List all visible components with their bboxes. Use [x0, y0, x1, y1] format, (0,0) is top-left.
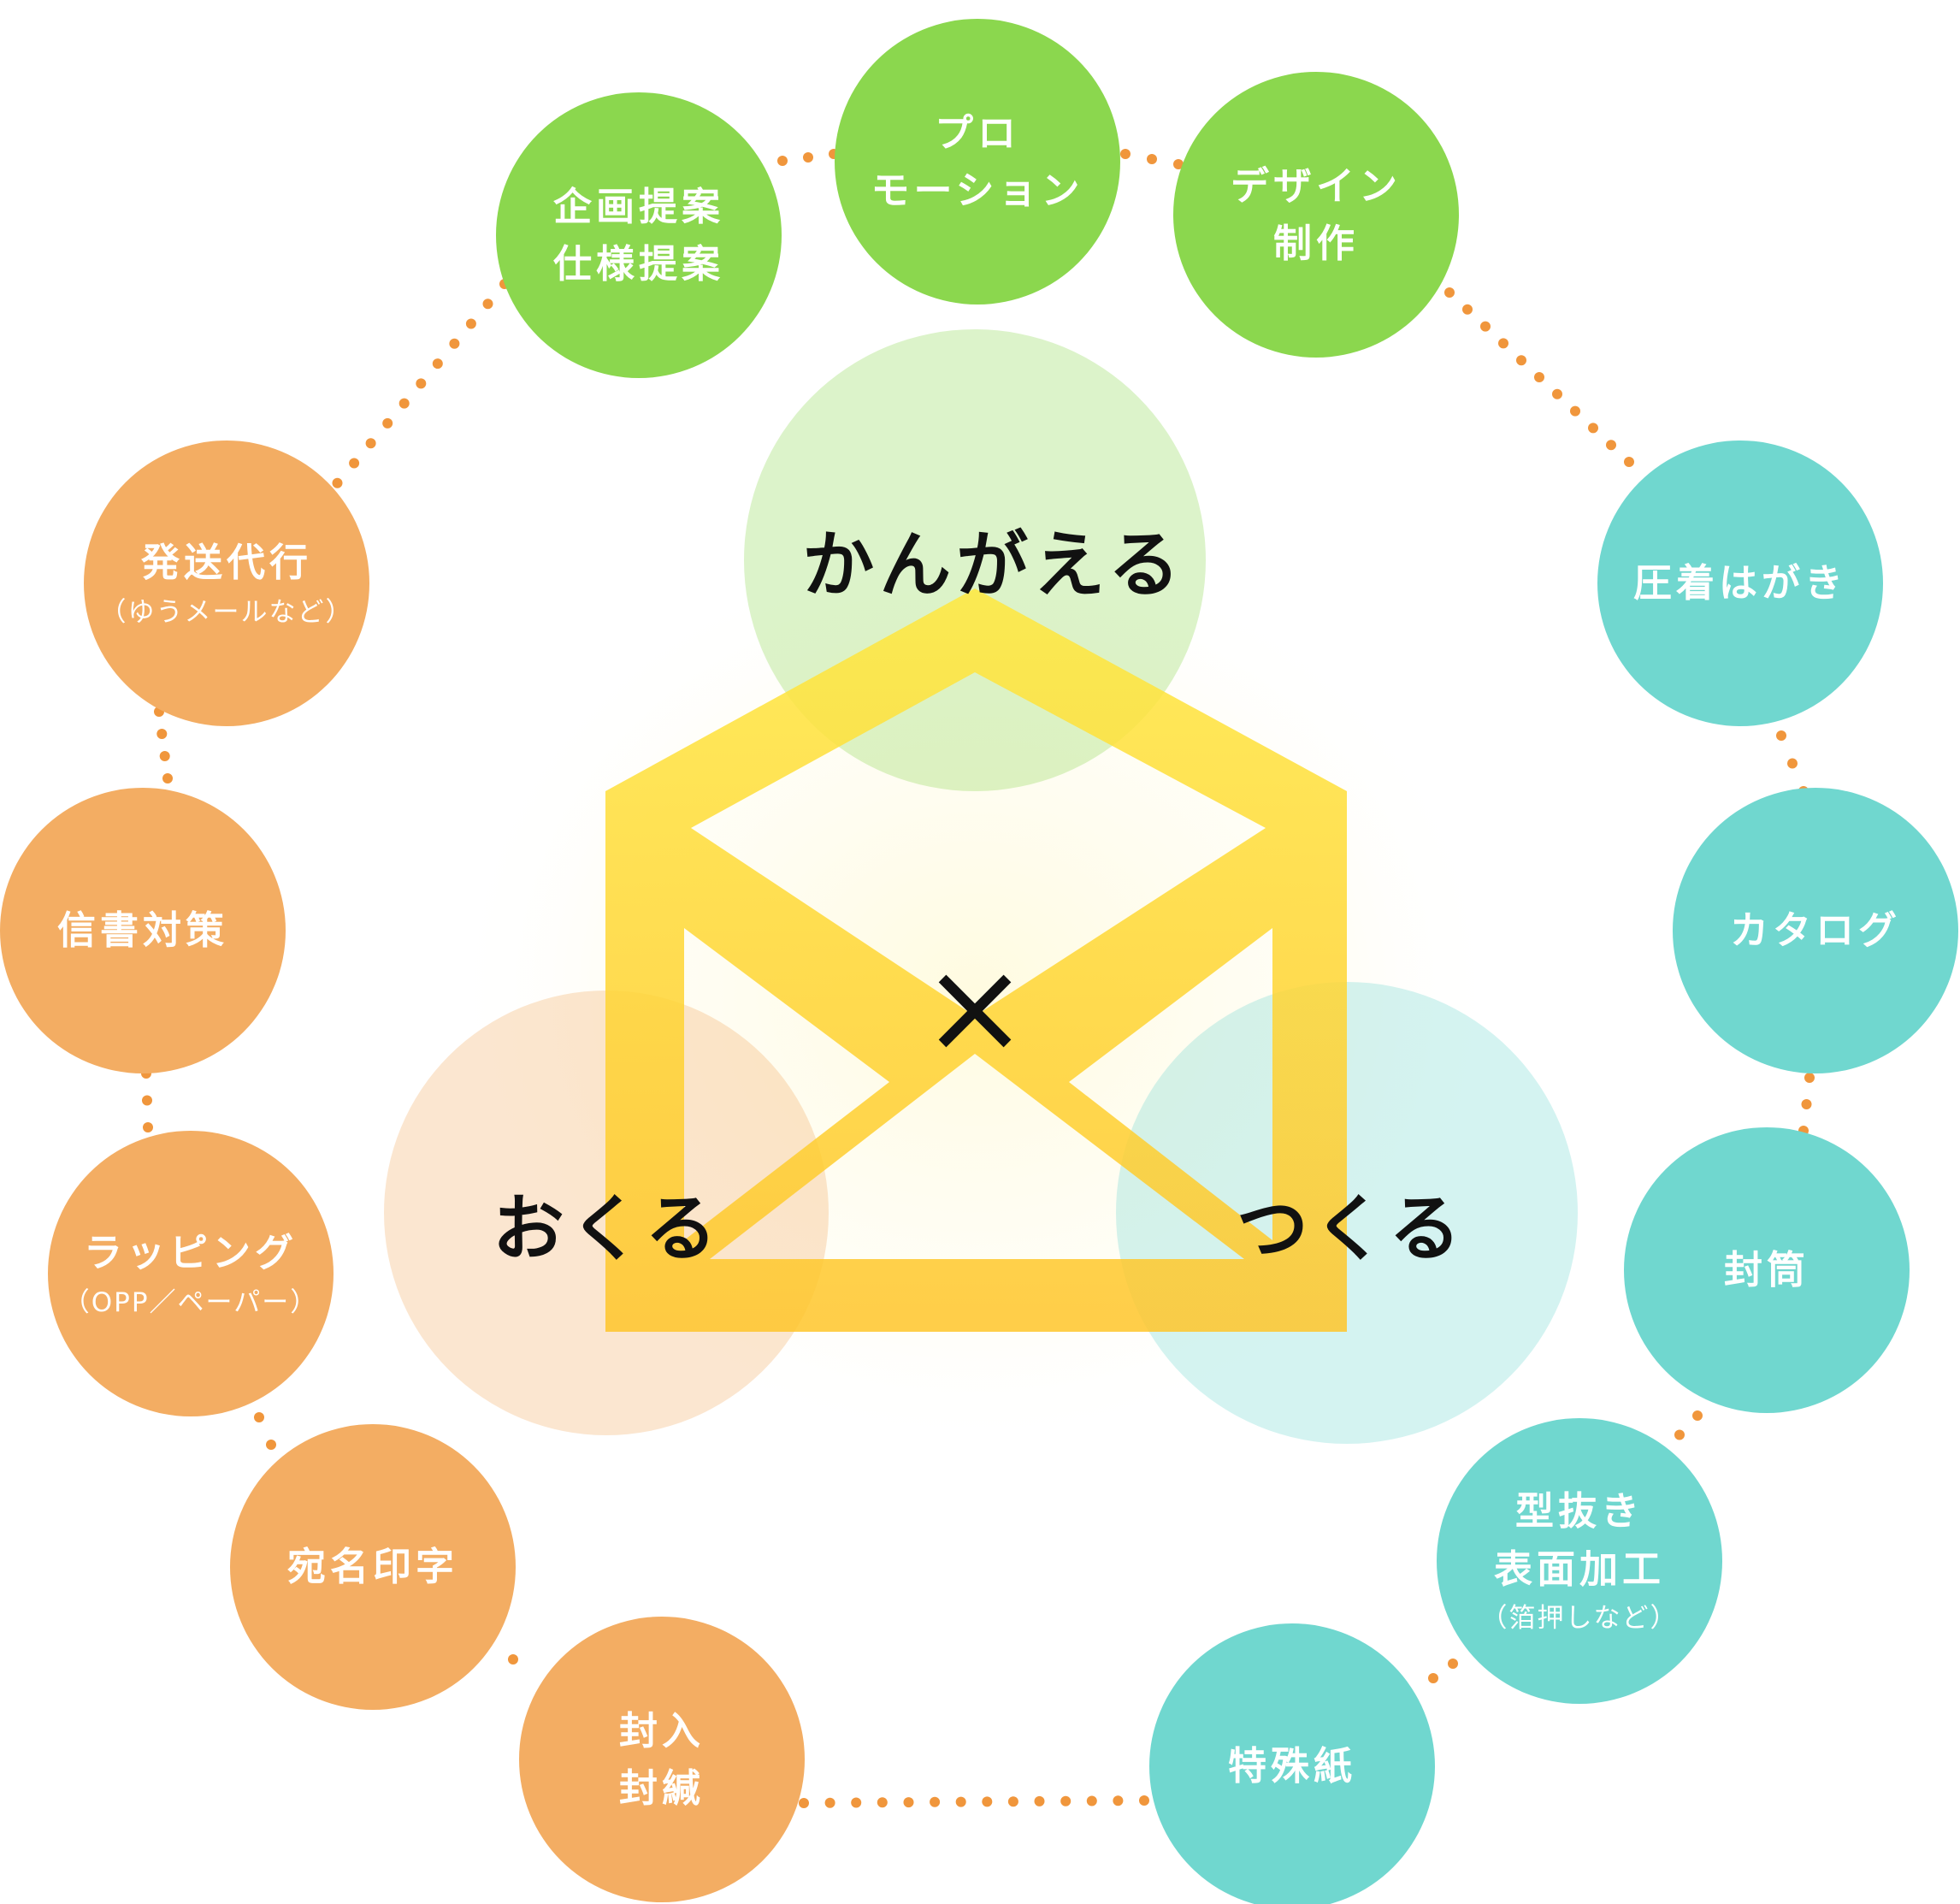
connector-dot — [162, 773, 173, 783]
node-catalog-line1: カタログ — [1729, 908, 1901, 954]
connector-dot — [1606, 440, 1616, 451]
connector-dot — [1113, 1795, 1124, 1806]
send-label: おくる — [492, 1186, 723, 1271]
node-shipping-note: （ゆうメールなど） — [99, 596, 354, 628]
node-design-line1: デザイン — [1230, 163, 1402, 209]
connector-dot — [1624, 457, 1634, 467]
node-wrapping: ラッピング （OPP／ペーパー） — [48, 1131, 334, 1416]
connector-dot — [1801, 1099, 1812, 1109]
node-die-cut-note: （箔押しなど） — [1480, 1603, 1679, 1635]
node-die-cut-line2: 表面加工 — [1493, 1546, 1665, 1592]
node-address-print-line1: 宛名印字 — [286, 1544, 458, 1590]
node-promotion-line1: プロ — [934, 109, 1020, 156]
connector-dot — [1120, 149, 1131, 159]
node-envelope-line1: 封筒 — [1723, 1247, 1809, 1293]
connector-dot — [1787, 758, 1798, 769]
connector-dot — [1776, 730, 1786, 741]
connector-dot — [982, 1796, 993, 1807]
connector-dot — [482, 299, 493, 310]
connector-dot — [1007, 1796, 1018, 1807]
connector-dot — [1034, 1795, 1045, 1806]
connector-dot — [1534, 372, 1544, 382]
node-insert-seal-line2: 封緘 — [618, 1765, 705, 1811]
connector-dot — [1498, 338, 1508, 349]
node-die-cut-line1: 型抜き — [1514, 1488, 1644, 1534]
envelope-icon — [605, 588, 1347, 1332]
connector-dot — [1692, 1410, 1703, 1421]
connector-dot — [1462, 304, 1473, 315]
node-address-print: 宛名印字 — [230, 1424, 516, 1710]
connector-dot — [254, 1412, 264, 1422]
connector-dot — [266, 1440, 276, 1450]
node-promotion: プロ モーション — [835, 19, 1120, 305]
node-wrapping-note: （OPP／ペーパー） — [62, 1286, 319, 1318]
node-design: デザイン 制作 — [1173, 72, 1459, 358]
connector-dot — [398, 398, 410, 409]
connector-dot — [382, 417, 393, 429]
node-insert-seal: 封入 封緘 — [519, 1617, 805, 1902]
connector-dot — [1804, 1073, 1815, 1083]
connector-dot — [903, 1797, 914, 1808]
connector-dot — [1428, 1673, 1438, 1683]
connector-dot — [1570, 405, 1580, 417]
connector-dot — [851, 1797, 862, 1808]
node-die-cut: 型抜き 表面加工 （箔押しなど） — [1437, 1418, 1722, 1704]
connector-dot — [877, 1797, 888, 1808]
node-letter-measures: 信書対策 — [0, 788, 286, 1073]
connector-dot — [156, 729, 168, 739]
node-pressure-postcard-line1: 圧着はがき — [1632, 560, 1847, 606]
connector-dot — [1448, 1659, 1458, 1669]
node-pressure-postcard: 圧着はがき — [1597, 441, 1883, 726]
connector-dot — [465, 318, 476, 329]
connector-dot — [508, 1654, 518, 1665]
connector-dot — [955, 1796, 966, 1807]
connector-dot — [1086, 1795, 1097, 1806]
node-special-paper: 特殊紙 — [1149, 1623, 1435, 1904]
connector-dot — [1060, 1795, 1072, 1806]
connector-dot — [1552, 388, 1562, 399]
connector-dot — [349, 458, 360, 469]
connector-dot — [365, 438, 376, 449]
connector-dot — [1147, 154, 1157, 164]
connector-dot — [799, 1798, 809, 1808]
connector-dot — [1516, 355, 1526, 366]
node-design-line2: 制作 — [1272, 221, 1359, 266]
connector-dot — [142, 1095, 152, 1106]
make-label: つくる — [1236, 1186, 1467, 1271]
node-promotion-line2: モーション — [871, 168, 1084, 213]
connector-dot — [159, 751, 170, 761]
connector-dot — [803, 152, 813, 163]
connector-dot — [930, 1796, 941, 1807]
connector-dot — [449, 338, 460, 349]
think-label: かんがえる — [802, 523, 1185, 607]
connector-dot — [824, 1797, 835, 1808]
node-planning-line2: 仕様提案 — [552, 241, 724, 287]
node-catalog: カタログ — [1673, 788, 1958, 1073]
node-planning: 企画提案 仕様提案 — [496, 92, 782, 378]
node-wrapping-line1: ラッピング — [83, 1230, 298, 1276]
connector-dot — [777, 156, 788, 166]
node-special-paper-line1: 特殊紙 — [1227, 1743, 1356, 1789]
connector-dot — [332, 477, 343, 488]
node-envelope: 封筒 — [1624, 1127, 1910, 1413]
connector-dot — [416, 378, 427, 389]
connector-dot — [1588, 423, 1598, 434]
node-insert-seal-line1: 封入 — [618, 1707, 705, 1753]
connector-dot — [1480, 321, 1491, 332]
node-shipping: 発送代行 （ゆうメールなど） — [84, 441, 369, 726]
node-planning-line1: 企画提案 — [552, 183, 724, 229]
connector-dot — [432, 358, 443, 370]
node-shipping-line1: 発送代行 — [140, 540, 312, 586]
connector-dot — [1444, 287, 1455, 298]
cross-icon: × — [921, 933, 1029, 1082]
node-letter-measures-line1: 信書対策 — [56, 908, 228, 954]
connector-dot — [1674, 1429, 1685, 1440]
connector-dot — [1139, 1795, 1149, 1806]
connector-dot — [143, 1122, 153, 1132]
